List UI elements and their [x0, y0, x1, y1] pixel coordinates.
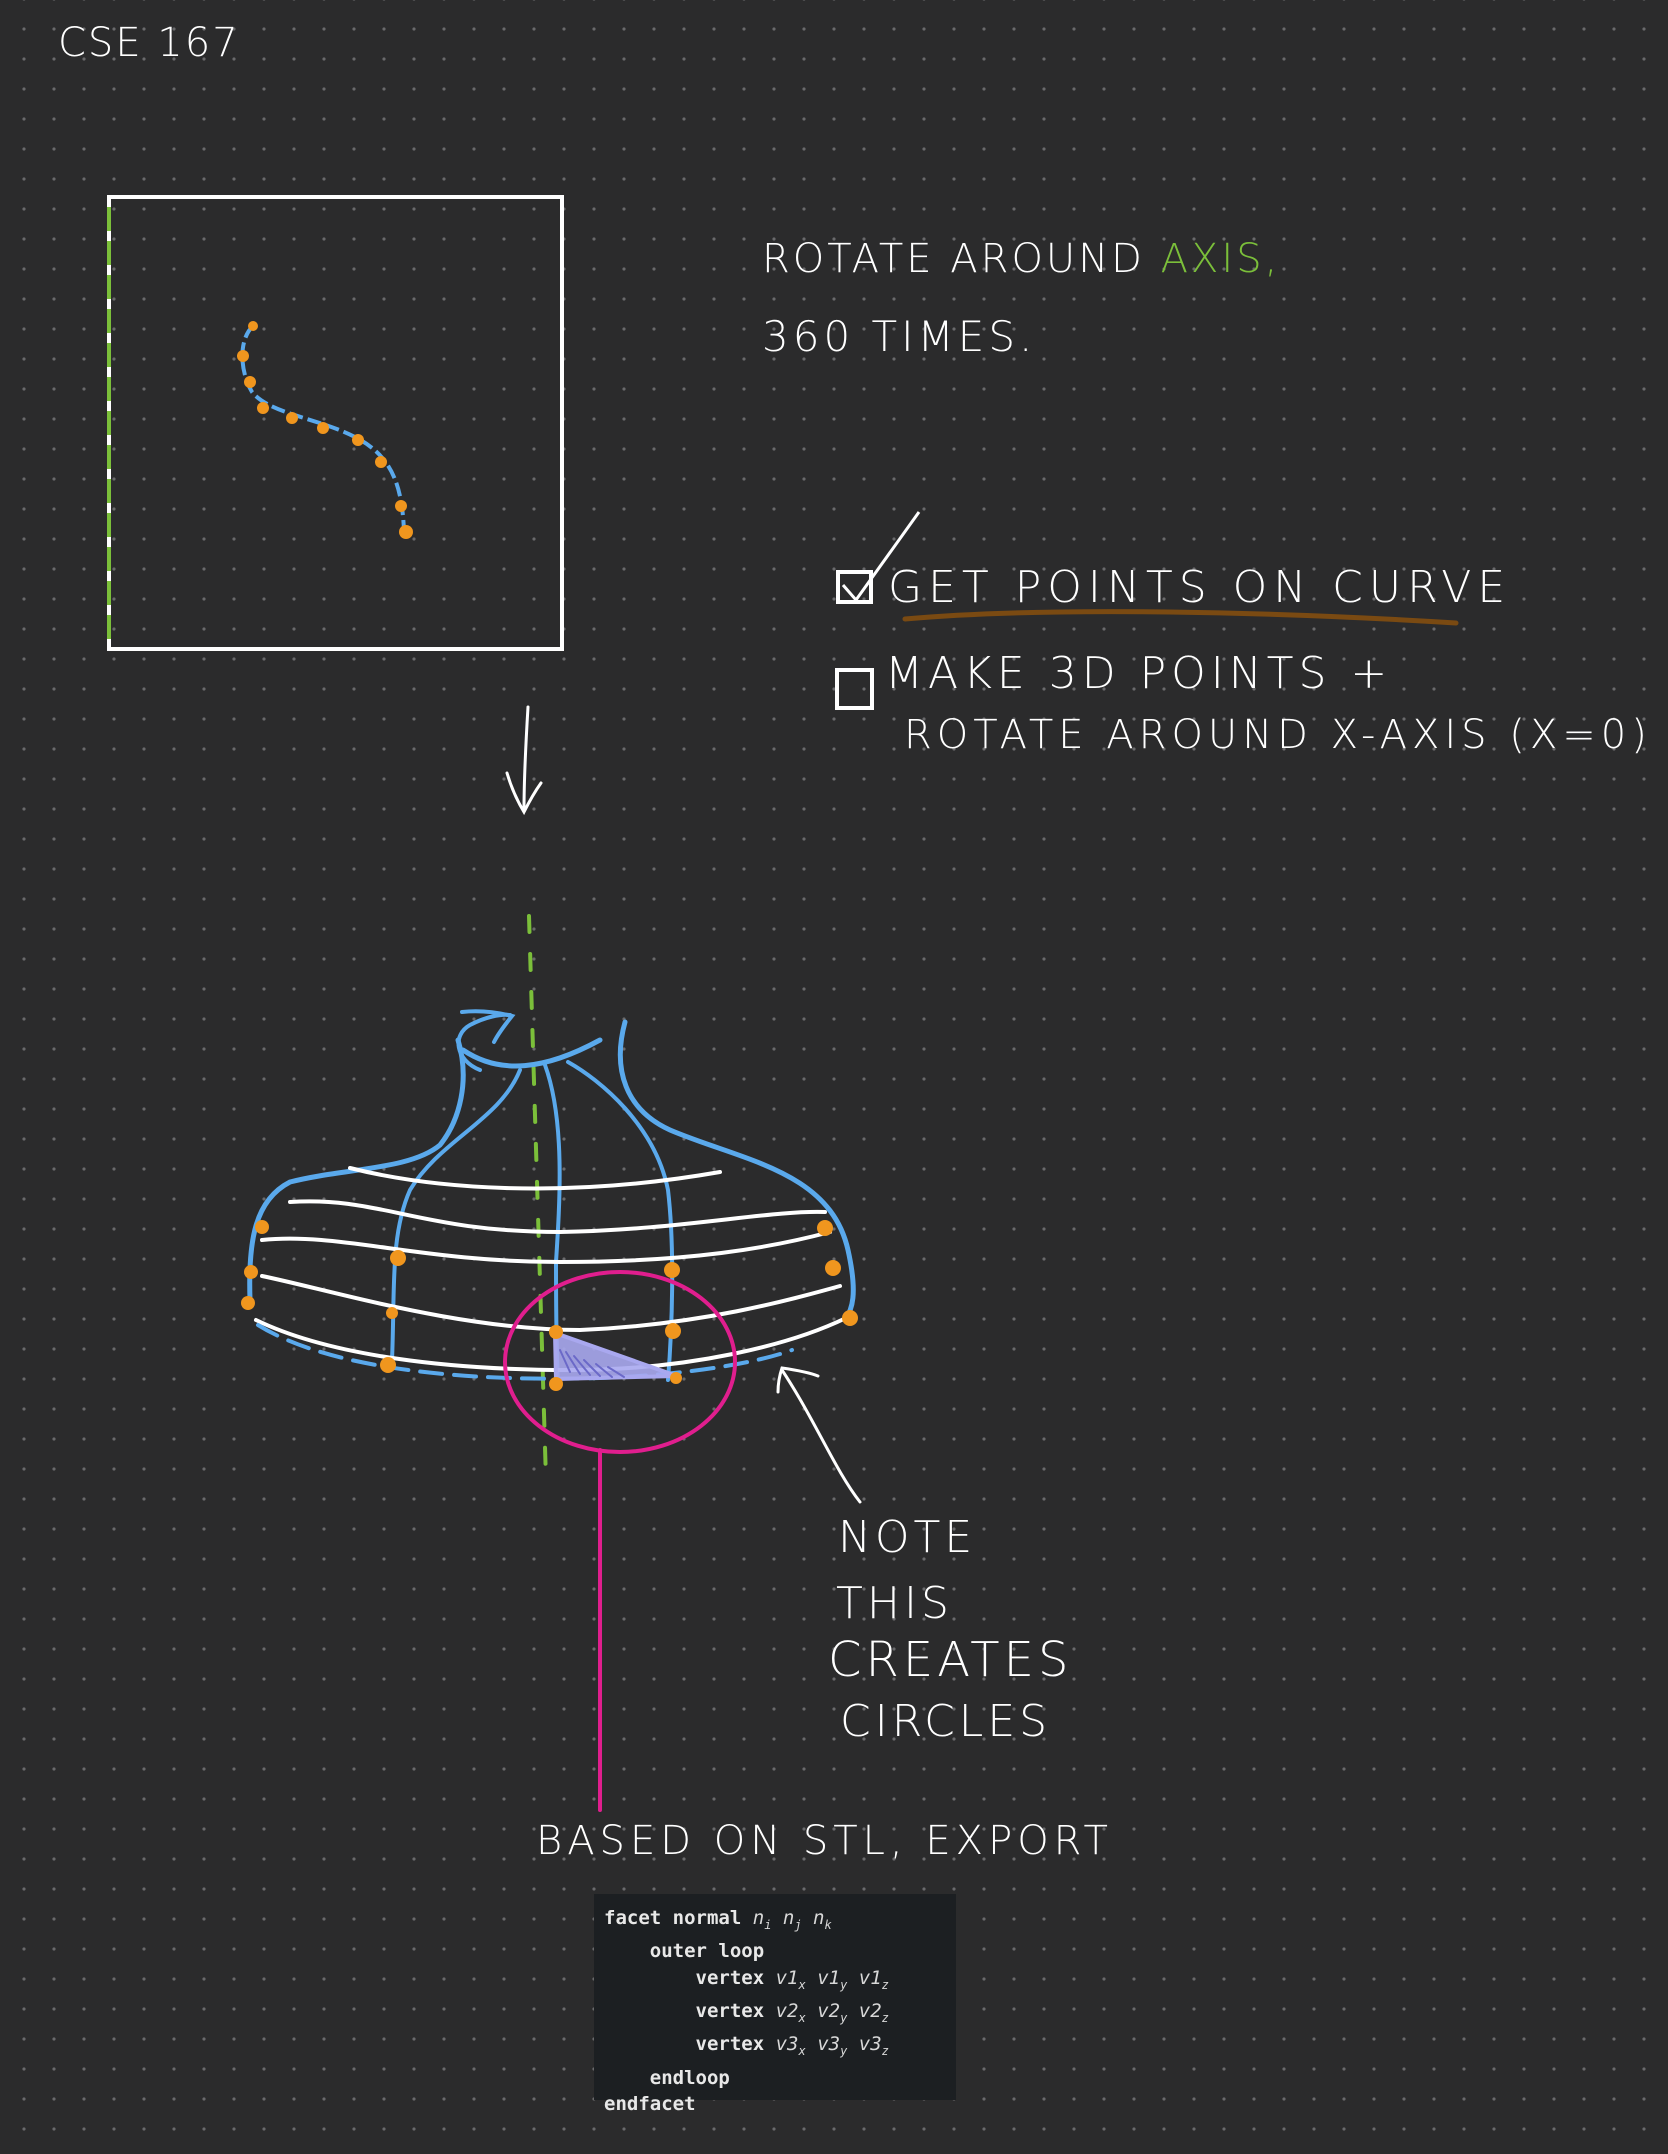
code-line-facet: facet normal ni nj nk [604, 1907, 832, 1932]
note-line-2: THIS [836, 1578, 953, 1629]
course-title: CSE 167 [58, 20, 240, 66]
todo-item-make-3d-points: MAKE 3D POINTS + [885, 648, 1393, 699]
instruction-rotate-prefix: ROTATE AROUND [762, 236, 1145, 282]
note-arrow-icon [776, 1366, 862, 1504]
profile-curve [240, 324, 406, 532]
export-caption: BASED ON STL, EXPORT [536, 1818, 1113, 1864]
code-line-vertex-2: vertex v2x v2y v2z [695, 2000, 889, 2025]
checkbox-checked-icon [836, 511, 921, 604]
note-line-3: CREATES [828, 1632, 1073, 1688]
code-line-endloop: endloop [649, 2066, 730, 2089]
down-arrow-icon [505, 705, 543, 816]
note-line-1: NOTE [838, 1512, 977, 1563]
instruction-repeat: 360 TIMES. [762, 312, 1037, 361]
code-line-outer-loop: outer loop [649, 1940, 765, 1963]
note-line-4: CIRCLES [840, 1696, 1052, 1747]
surface-points [241, 1220, 858, 1391]
code-line-vertex-1: vertex v1x v1y v1z [695, 1966, 889, 1992]
todo-item-get-points: GET POINTS ON CURVE [888, 562, 1512, 613]
highlight-circle [503, 1270, 737, 1454]
profile-panel [107, 195, 564, 651]
facet-triangle [552, 1330, 678, 1382]
meridian-lines [390, 1060, 675, 1387]
profile-frame [107, 195, 564, 651]
profile-points [237, 321, 413, 539]
latitude-rings [254, 1166, 848, 1373]
checkbox-empty-icon [835, 668, 874, 710]
facet-hatching [559, 1349, 625, 1378]
revolution-axis [527, 914, 548, 1482]
todo-item-rotate-x-axis: ROTATE AROUND X-AXIS (X=0) [904, 712, 1652, 758]
revolved-surface [241, 914, 862, 1812]
todo-underline [902, 609, 1459, 626]
code-line-endfacet: endfacet [604, 2093, 696, 2116]
code-line-vertex-3: vertex v3x v3y v3z [695, 2033, 889, 2059]
outer-silhouette [247, 1019, 856, 1323]
instruction-axis-word: AXIS, [1160, 236, 1281, 282]
stl-facet-code: facet normal ni nj nk outer loop vertex … [594, 1894, 956, 2115]
instruction-rotate: ROTATE AROUND AXIS, [762, 236, 1280, 282]
